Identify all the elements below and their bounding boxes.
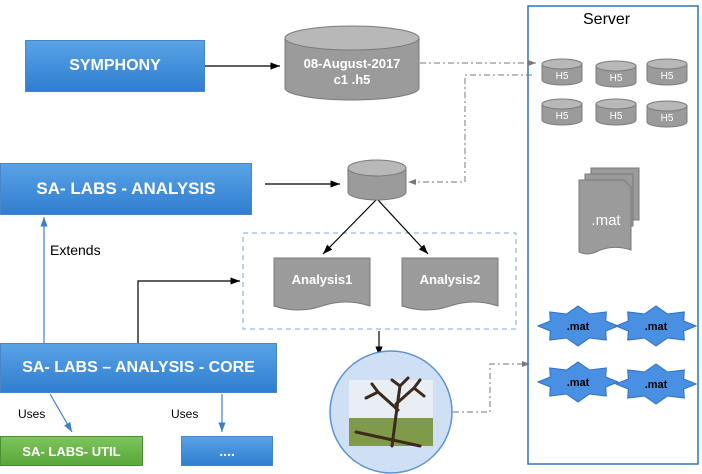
core-to-analysis-group-arrow — [137, 277, 240, 343]
mat-starburst-label: .mat — [645, 379, 668, 391]
h5-file-cylinder: H5 — [595, 60, 637, 88]
mat-starburst: .mat — [536, 305, 620, 347]
h5-label: H5 — [610, 111, 623, 122]
mat-starburst-label: .mat — [567, 377, 590, 389]
h5-label: H5 — [661, 71, 674, 82]
mat-file-stack — [578, 167, 640, 255]
h5-file-cylinder: H5 — [541, 98, 583, 126]
uses-label-right: Uses — [171, 407, 199, 421]
analysis1-label: Analysis1 — [292, 272, 353, 287]
cache-cylinder — [347, 159, 407, 201]
ellipsis-box: .... — [181, 436, 273, 466]
tree-icon — [329, 350, 453, 474]
database-label-line1: 08-August-2017 — [304, 56, 401, 71]
mat-starburst: .mat — [536, 361, 620, 403]
server-to-cache-arrow — [408, 74, 532, 185]
h5-file-cylinder: H5 — [646, 58, 688, 86]
symphony-box: SYMPHONY — [25, 40, 205, 92]
analysis2-label: Analysis2 — [420, 272, 481, 287]
cache-to-analysis2-arrow — [377, 199, 429, 255]
cache-to-analysis1-arrow — [322, 199, 377, 255]
extends-label: Extends — [50, 242, 101, 258]
sa-labs-analysis-core-box: SA- LABS – ANALYSIS - CORE — [0, 343, 277, 393]
h5-file-cylinder: H5 — [541, 58, 583, 86]
analysis-group-frame — [242, 232, 517, 330]
mat-file-label: .mat — [591, 212, 621, 229]
mat-starburst-label: .mat — [645, 321, 668, 333]
database-label-line2: c1 .h5 — [334, 72, 371, 87]
mat-starburst-label: .mat — [567, 321, 590, 333]
sa-labs-util-box: SA- LABS- UTIL — [0, 436, 143, 466]
h5-label: H5 — [610, 73, 623, 84]
analysis1-document — [273, 257, 371, 311]
mat-starburst: .mat — [614, 305, 698, 347]
mat-starburst: .mat — [614, 363, 698, 405]
h5-label: H5 — [661, 113, 674, 124]
tree-to-server-arrow — [453, 361, 530, 413]
h5-label: H5 — [556, 111, 569, 122]
h5-database-cylinder — [284, 25, 420, 101]
server-title: Server — [583, 11, 631, 28]
h5-label: H5 — [556, 71, 569, 82]
uses-label-left: Uses — [18, 407, 46, 421]
h5-file-cylinder: H5 — [646, 100, 688, 128]
sa-labs-analysis-box: SA- LABS - ANALYSIS — [0, 163, 252, 215]
analysis2-document — [401, 257, 499, 311]
h5-file-cylinder: H5 — [595, 98, 637, 126]
uses-util-arrow — [49, 393, 73, 433]
